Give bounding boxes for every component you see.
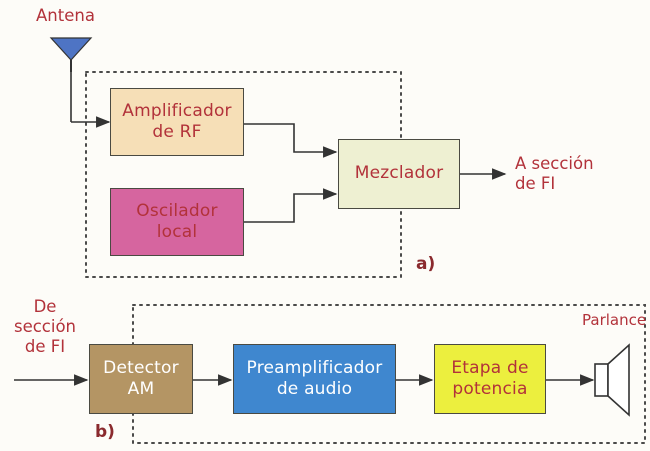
audio-preamp-block: Preamplificador de audio (233, 344, 396, 414)
mixer-block: Mezclador (338, 139, 460, 209)
local-oscillator-block: Oscilador local (110, 188, 244, 256)
am-detector-block: Detector AM (89, 344, 193, 414)
section-b-tag: b) (95, 422, 115, 442)
audio-preamp-label: Preamplificador de audio (246, 357, 383, 399)
antenna-label: Antena (36, 6, 95, 25)
rf-to-mixer-wire (244, 123, 338, 158)
loudspeaker-icon (594, 343, 630, 417)
output-label: A sección de FI (515, 154, 594, 194)
section-a-tag: a) (416, 254, 436, 274)
local-oscillator-label: Oscilador local (136, 200, 218, 242)
input-label: De sección de FI (13, 297, 77, 357)
power-stage-block: Etapa de potencia (434, 344, 546, 414)
osc-to-mixer-wire (244, 188, 338, 223)
antenna-icon (49, 37, 93, 61)
rf-amplifier-block: Amplificador de RF (110, 88, 244, 156)
am-detector-label: Detector AM (103, 357, 179, 399)
mixer-label: Mezclador (354, 163, 444, 184)
power-stage-label: Etapa de potencia (451, 357, 529, 399)
speaker-label: Parlance (582, 311, 647, 329)
section-a-boundary (85, 71, 402, 278)
rf-amplifier-label: Amplificador de RF (122, 100, 232, 142)
